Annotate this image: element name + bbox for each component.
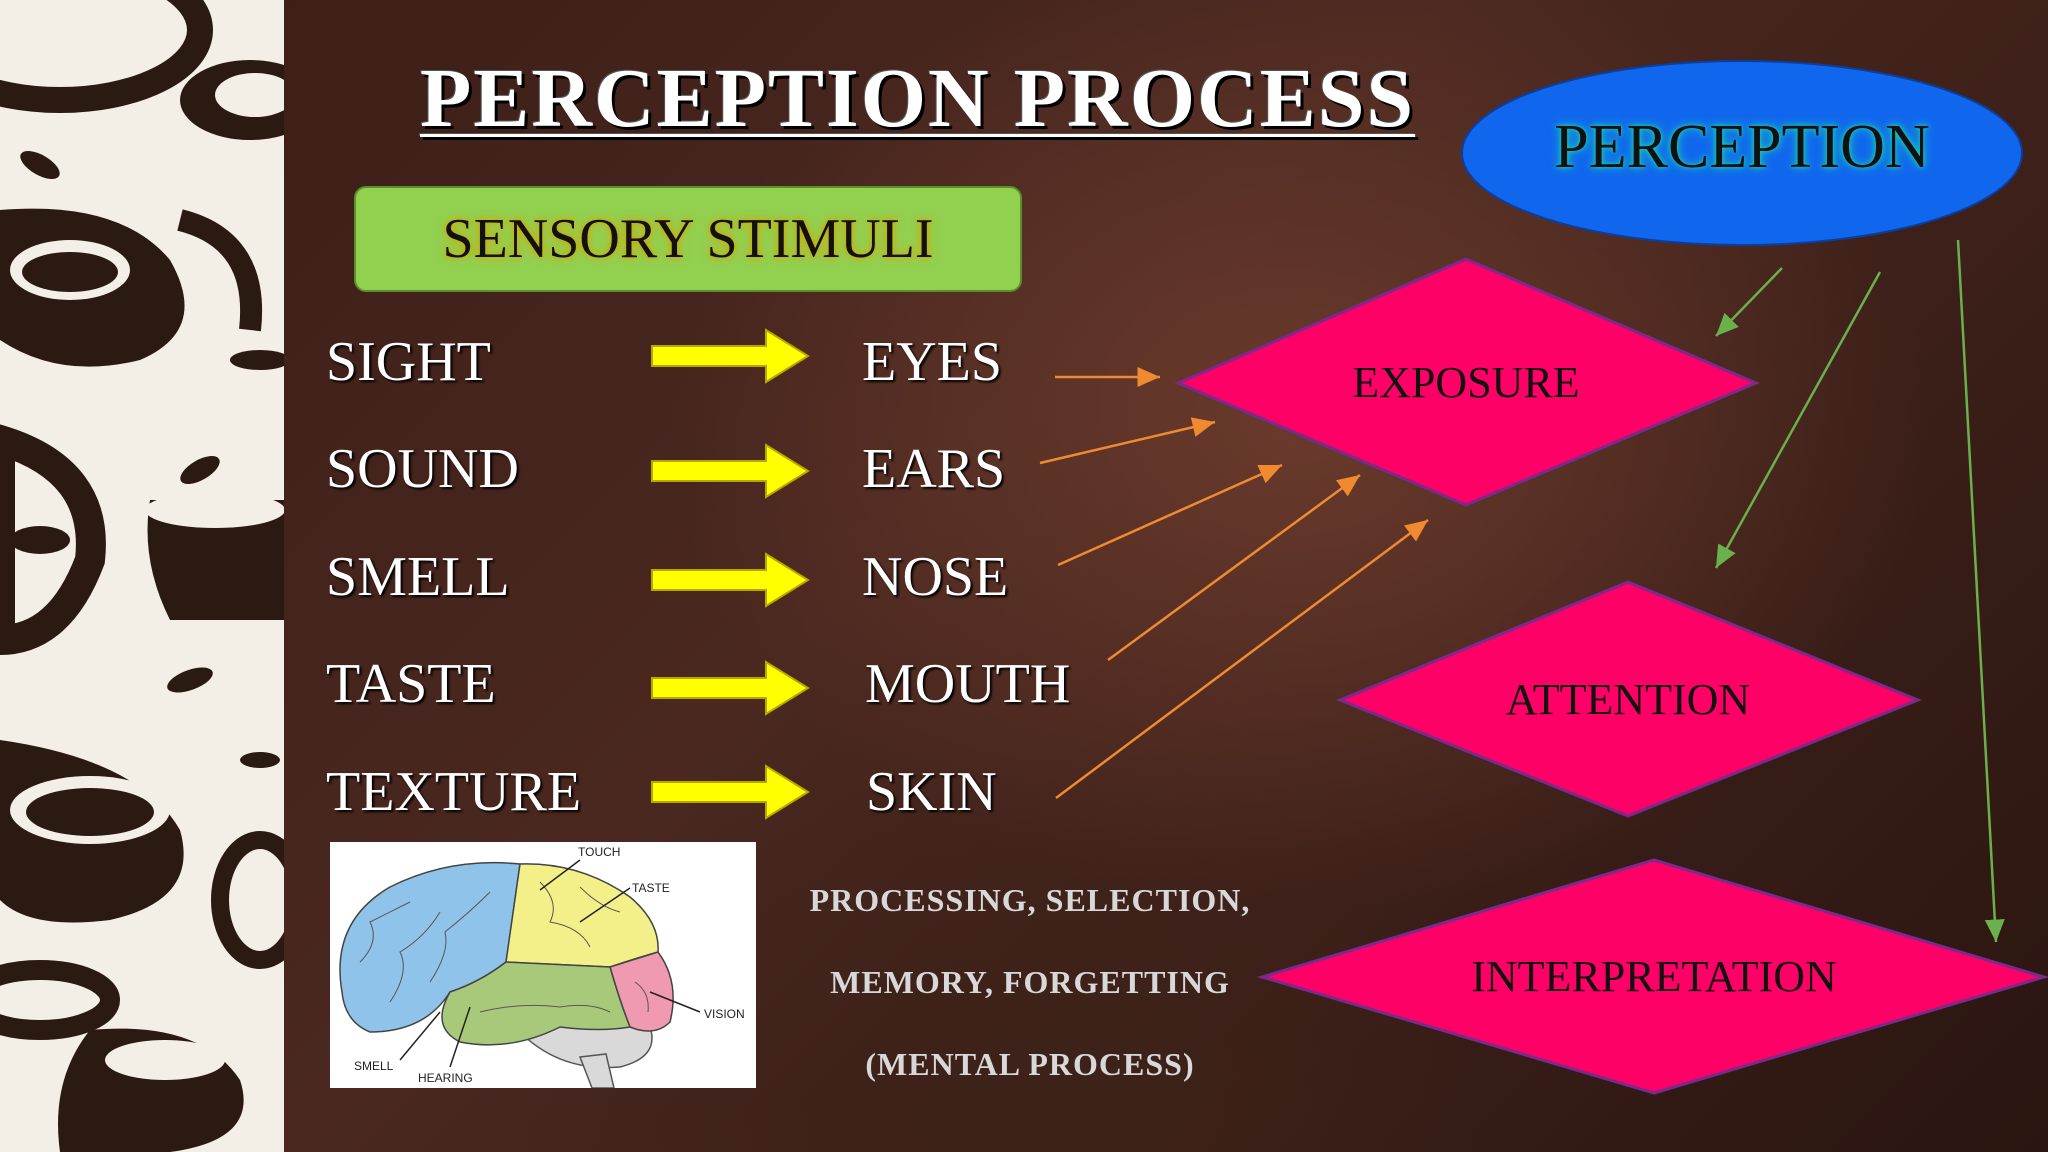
organ-eyes: EYES <box>862 331 1002 393</box>
coffee-cup-pattern-icon <box>0 0 284 1152</box>
brain-diagram-image: TOUCH TASTE VISION SMELL HEARING <box>330 842 756 1088</box>
organ-skin: SKIN <box>866 761 997 823</box>
page-title: PERCEPTION PROCESS <box>420 52 1416 145</box>
yellow-right-arrow-icon <box>651 660 810 716</box>
stimulus-taste: TASTE <box>326 653 496 715</box>
exposure-diamond <box>1174 257 1760 507</box>
yellow-right-arrow-icon <box>651 443 810 499</box>
brain-label-vision: VISION <box>704 1007 745 1021</box>
organ-mouth: MOUTH <box>865 653 1071 715</box>
organ-nose: NOSE <box>862 546 1009 608</box>
perception-label: PERCEPTION <box>1554 113 1930 181</box>
yellow-right-arrow-icon <box>651 552 810 608</box>
mental-process-line-1: PROCESSING, SELECTION, <box>809 882 1251 918</box>
mental-process-line-3: (MENTAL PROCESS) <box>865 1046 1195 1082</box>
yellow-right-arrow-icon <box>651 328 810 384</box>
brain-label-touch: TOUCH <box>578 845 620 859</box>
interpretation-label: INTERPRETATION <box>1471 952 1837 1001</box>
mental-process-line-2: MEMORY, FORGETTING <box>830 964 1230 1000</box>
organ-ears: EARS <box>862 438 1006 500</box>
attention-diamond <box>1336 580 1923 818</box>
brain-label-hearing: HEARING <box>418 1071 473 1085</box>
stimulus-texture: TEXTURE <box>326 761 582 823</box>
brain-label-smell: SMELL <box>354 1059 394 1073</box>
attention-label: ATTENTION <box>1505 675 1751 724</box>
stimulus-smell: SMELL <box>326 546 510 608</box>
sensory-stimuli-box: SENSORY STIMULI <box>354 186 1022 292</box>
brain-label-taste: TASTE <box>632 881 670 895</box>
stimulus-sound: SOUND <box>326 438 519 500</box>
sensory-stimuli-label: SENSORY STIMULI <box>442 208 934 270</box>
interpretation-diamond <box>1256 858 2048 1095</box>
perception-ellipse <box>1461 60 2023 246</box>
stimulus-sight: SIGHT <box>326 331 491 393</box>
exposure-label: EXPOSURE <box>1352 358 1580 407</box>
brain-diagram-icon: TOUCH TASTE VISION SMELL HEARING <box>339 845 745 1088</box>
yellow-right-arrow-icon <box>651 764 810 820</box>
